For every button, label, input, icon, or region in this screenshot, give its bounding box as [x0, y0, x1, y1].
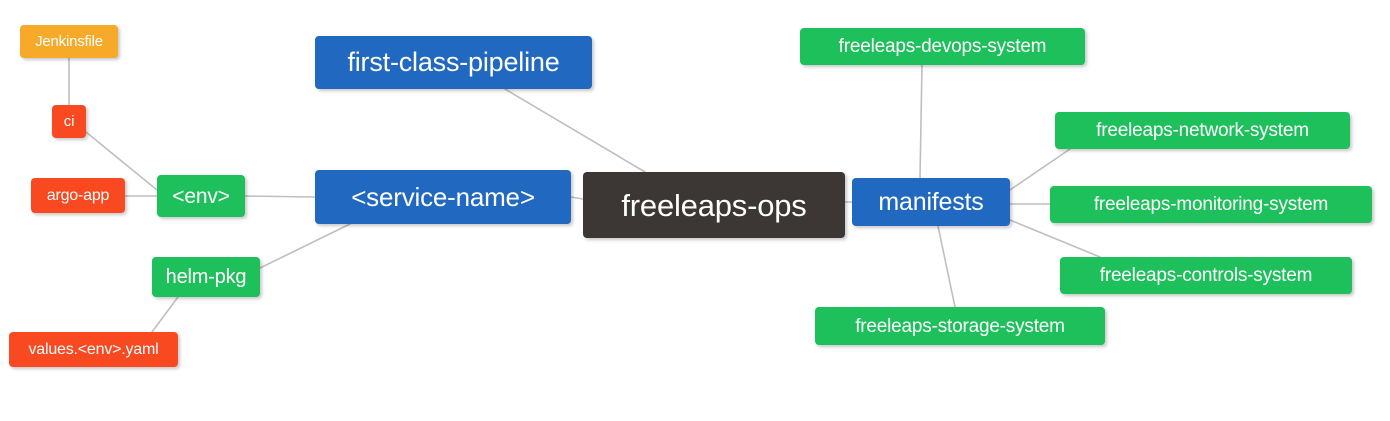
edge-service-name-to-freeleaps-ops	[570, 196, 584, 200]
mindmap-node-monitoring[interactable]: freeleaps-monitoring-system	[1050, 186, 1372, 223]
mindmap-node-first-class[interactable]: first-class-pipeline	[315, 36, 592, 89]
edge-helm-pkg-to-values-yaml	[151, 296, 179, 333]
mindmap-node-devops-system[interactable]: freeleaps-devops-system	[800, 28, 1085, 65]
mindmap-node-helm-pkg[interactable]: helm-pkg	[152, 257, 260, 297]
mindmap-node-jenkinsfile[interactable]: Jenkinsfile	[20, 25, 118, 58]
mindmap-node-freeleaps-ops[interactable]: freeleaps-ops	[583, 172, 845, 238]
mindmap-node-controls[interactable]: freeleaps-controls-system	[1060, 257, 1352, 294]
mindmap-node-manifests[interactable]: manifests	[852, 178, 1010, 226]
edge-manifests-to-devops-system	[919, 64, 923, 179]
mindmap-node-env[interactable]: <env>	[157, 175, 245, 217]
mindmap-node-storage[interactable]: freeleaps-storage-system	[815, 307, 1105, 345]
mindmap-node-service-name[interactable]: <service-name>	[315, 170, 571, 224]
edge-service-name-to-helm-pkg	[259, 223, 351, 269]
edge-manifests-to-network-system	[1009, 148, 1071, 191]
mindmap-node-ci[interactable]: ci	[52, 105, 86, 138]
mindmap-node-values-yaml[interactable]: values.<env>.yaml	[9, 332, 178, 367]
edge-manifests-to-controls	[1009, 219, 1101, 258]
mindmap-node-network-system[interactable]: freeleaps-network-system	[1055, 112, 1350, 149]
edge-first-class-to-freeleaps-ops	[504, 88, 646, 173]
edge-env-to-service-name	[244, 195, 316, 198]
mindmap-node-argo-app[interactable]: argo-app	[31, 178, 125, 213]
edge-manifests-to-storage	[937, 225, 956, 308]
